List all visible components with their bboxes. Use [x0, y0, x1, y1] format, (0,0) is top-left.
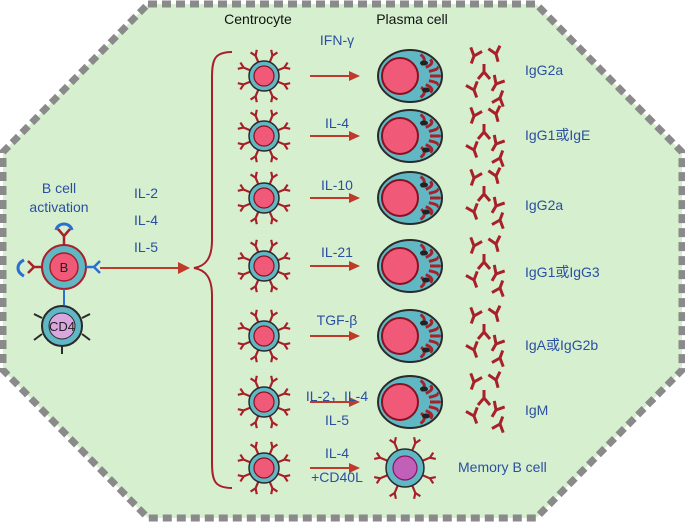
- row-2: IL-4 IgG1或IgE: [325, 115, 590, 143]
- antibody-cluster: [465, 45, 506, 108]
- row-1: IFN-γ IgG2a: [320, 32, 563, 78]
- cd4-t-cell: CD4: [33, 305, 91, 354]
- row-7: IL-4 +CD40L Memory B cell: [311, 445, 547, 485]
- row-6-signal-line2: IL-5: [325, 412, 349, 428]
- row-7-signal-line2: +CD40L: [311, 469, 363, 485]
- memory-b-cell: [373, 436, 437, 500]
- row-2-output: IgG1或IgE: [525, 127, 590, 143]
- differentiation-arrow: [310, 131, 360, 141]
- differentiation-arrow: [310, 193, 360, 203]
- row-4: IL-21 IgG1或IgG3: [321, 244, 600, 280]
- row-3-signal: IL-10: [321, 177, 353, 193]
- centrocyte-cell: [237, 309, 291, 363]
- centrocyte-header: Centrocyte: [224, 11, 292, 27]
- differentiation-arrow: [310, 331, 360, 341]
- b-cell-label: B: [60, 260, 69, 275]
- row-6: IL-2，IL-4 IL-5 IgM: [306, 388, 548, 428]
- antibody-cluster: [465, 305, 506, 368]
- row-1-signal: IFN-γ: [320, 32, 354, 48]
- plasma-cell-header: Plasma cell: [376, 11, 448, 27]
- row-5-output: IgA或IgG2b: [525, 337, 598, 353]
- row-6-signal-line1: IL-2，IL-4: [306, 388, 368, 404]
- b-cell: B: [41, 244, 87, 290]
- row-3: IL-10 IgG2a: [321, 177, 563, 213]
- centrocyte-cell: [237, 441, 291, 495]
- arrow-layer: [310, 71, 360, 473]
- centrocyte-cell: [237, 375, 291, 429]
- cd4-label: CD4: [49, 319, 75, 334]
- antibody-cluster: [465, 167, 506, 230]
- branching-brace: [193, 51, 233, 489]
- activation-arrow-head: [178, 262, 190, 274]
- centrocyte-cell: [237, 239, 291, 293]
- row-3-output: IgG2a: [525, 197, 563, 213]
- differentiation-arrow: [310, 397, 360, 407]
- row-4-output: IgG1或IgG3: [525, 264, 600, 280]
- activation-title-line1: B cell: [42, 180, 76, 196]
- row-5-signal: TGF-β: [317, 312, 358, 328]
- plasma-cell: [377, 309, 443, 363]
- centrocyte-cell: [237, 49, 291, 103]
- differentiation-arrow: [310, 463, 360, 473]
- cell-layer: [237, 45, 506, 500]
- row-4-signal: IL-21: [321, 244, 353, 260]
- row-6-output: IgM: [525, 402, 548, 418]
- row-7-output: Memory B cell: [458, 459, 547, 475]
- plasma-cell: [377, 49, 443, 103]
- antibody-cluster: [465, 371, 506, 434]
- antibody-cluster: [465, 235, 506, 298]
- activation-cytokine-il2: IL-2: [134, 185, 158, 201]
- antigen-receptor-top: [54, 222, 74, 245]
- plasma-cell: [377, 239, 443, 293]
- differentiation-arrow: [310, 71, 360, 81]
- row-7-signal-line1: IL-4: [325, 445, 349, 461]
- activation-title-line2: activation: [29, 199, 88, 215]
- antigen-receptor-left: [16, 258, 42, 278]
- activation-cytokine-il5: IL-5: [134, 239, 158, 255]
- activation-cytokine-il4: IL-4: [134, 212, 158, 228]
- antigen-receptor-right: [86, 260, 101, 274]
- plasma-cell: [377, 109, 443, 163]
- centrocyte-cell: [237, 171, 291, 225]
- row-1-output: IgG2a: [525, 62, 563, 78]
- plasma-cell: [377, 375, 443, 429]
- row-2-signal: IL-4: [325, 115, 349, 131]
- differentiation-arrow: [310, 261, 360, 271]
- row-5: TGF-β IgA或IgG2b: [317, 312, 599, 353]
- antibody-cluster: [465, 105, 506, 168]
- centrocyte-cell: [237, 109, 291, 163]
- plasma-cell: [377, 171, 443, 225]
